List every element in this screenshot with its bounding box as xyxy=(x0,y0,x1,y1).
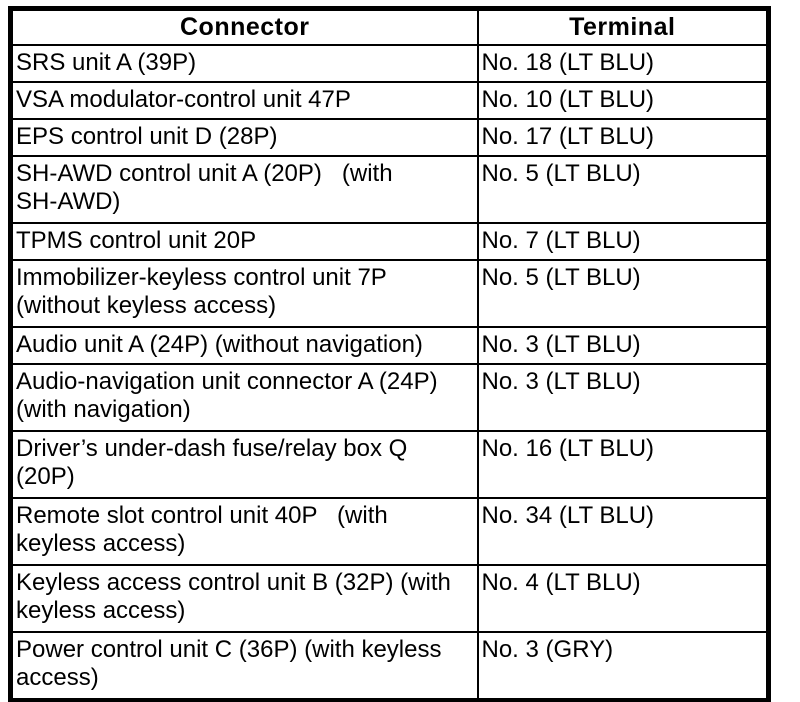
table-row: SRS unit A (39P) No. 18 (LT BLU) xyxy=(9,44,770,83)
connector-cell: Audio unit A (24P) (without navigation) xyxy=(9,326,479,365)
connector-cell: Immobilizer-keyless control unit 7P (wit… xyxy=(9,259,479,328)
connector-cell: Driver’s under-dash fuse/relay box Q (20… xyxy=(9,430,479,499)
header-connector: Connector xyxy=(9,7,479,46)
terminal-cell: No. 10 (LT BLU) xyxy=(476,81,770,120)
terminal-cell: No. 5 (LT BLU) xyxy=(476,155,770,224)
connector-cell: Remote slot control unit 40P (with keyle… xyxy=(9,497,479,566)
table-row: Driver’s under-dash fuse/relay box Q (20… xyxy=(9,430,770,499)
connector-cell: Keyless access control unit B (32P) (wit… xyxy=(9,564,479,633)
table-row: SH-AWD control unit A (20P) (with SH-AWD… xyxy=(9,155,770,224)
terminal-cell: No. 4 (LT BLU) xyxy=(476,564,770,633)
table-row: VSA modulator-control unit 47P No. 10 (L… xyxy=(9,81,770,120)
connector-cell: SH-AWD control unit A (20P) (with SH-AWD… xyxy=(9,155,479,224)
table-row: EPS control unit D (28P) No. 17 (LT BLU) xyxy=(9,118,770,157)
table-row: Remote slot control unit 40P (with keyle… xyxy=(9,497,770,566)
connector-cell: Power control unit C (36P) (with keyless… xyxy=(9,631,479,702)
terminal-cell: No. 3 (LT BLU) xyxy=(476,326,770,365)
terminal-cell: No. 34 (LT BLU) xyxy=(476,497,770,566)
table-row: Audio-navigation unit connector A (24P) … xyxy=(9,363,770,432)
terminal-cell: No. 3 (GRY) xyxy=(476,631,770,702)
connector-cell: Audio-navigation unit connector A (24P) … xyxy=(9,363,479,432)
terminal-cell: No. 3 (LT BLU) xyxy=(476,363,770,432)
terminal-cell: No. 16 (LT BLU) xyxy=(476,430,770,499)
table-row: Keyless access control unit B (32P) (wit… xyxy=(9,564,770,633)
header-row: Connector Terminal xyxy=(9,7,770,46)
terminal-cell: No. 5 (LT BLU) xyxy=(476,259,770,328)
table-row: Power control unit C (36P) (with keyless… xyxy=(9,631,770,702)
connector-cell: VSA modulator-control unit 47P xyxy=(9,81,479,120)
connector-cell: EPS control unit D (28P) xyxy=(9,118,479,157)
terminal-cell: No. 18 (LT BLU) xyxy=(476,44,770,83)
table-row: TPMS control unit 20P No. 7 (LT BLU) xyxy=(9,222,770,261)
terminal-cell: No. 7 (LT BLU) xyxy=(476,222,770,261)
connector-cell: TPMS control unit 20P xyxy=(9,222,479,261)
table-row: Audio unit A (24P) (without navigation) … xyxy=(9,326,770,365)
connector-terminal-table: Connector Terminal SRS unit A (39P) No. … xyxy=(8,6,771,702)
connector-cell: SRS unit A (39P) xyxy=(9,44,479,83)
table-row: Immobilizer-keyless control unit 7P (wit… xyxy=(9,259,770,328)
header-terminal: Terminal xyxy=(476,7,770,46)
terminal-cell: No. 17 (LT BLU) xyxy=(476,118,770,157)
